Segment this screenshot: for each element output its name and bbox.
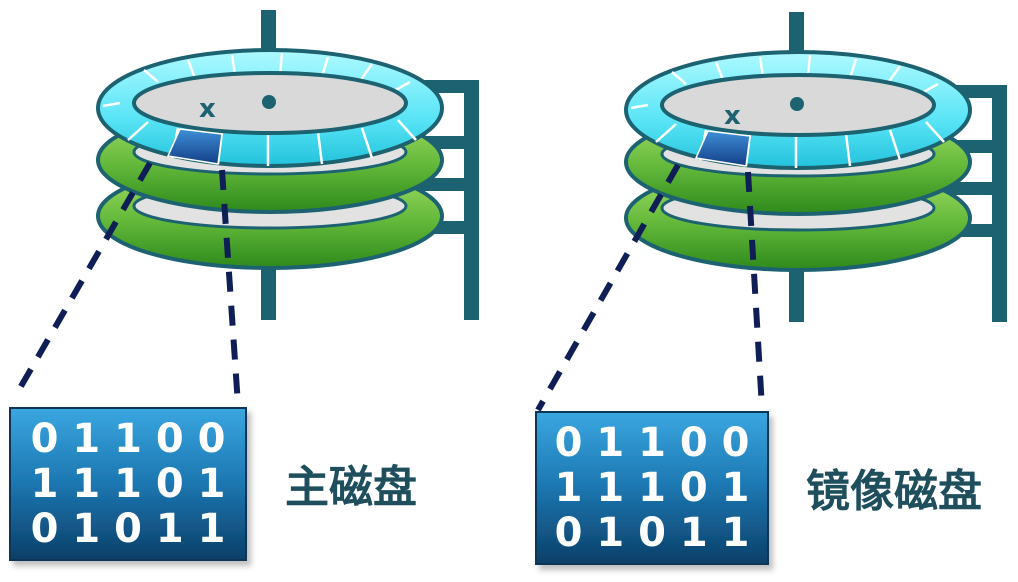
bits-box [535,411,769,565]
bits-row-2: 1 1 1 0 1 [555,465,750,511]
connector-lines [17,161,241,406]
sector-marker: x [199,94,216,124]
bits-text: 0 1 1 0 0 1 1 1 0 1 0 1 0 1 1 [555,420,750,556]
spindle-hub [262,95,276,109]
platter-top: x [96,48,444,168]
selected-sector [694,130,751,167]
spindle-hub [790,97,804,111]
mirror-disk-caption: 镜像磁盘 [806,466,982,517]
bits-box [9,407,247,561]
sector-marker: x [724,101,741,131]
connector-lines [535,163,765,412]
primary-disk-caption: 主磁盘 [285,462,417,513]
bits-row-3: 0 1 0 1 1 [31,506,226,552]
bits-row-2: 1 1 1 0 1 [31,461,226,507]
bits-row-1: 0 1 1 0 0 [555,420,750,466]
track-sectors [102,52,417,166]
bits-text: 0 1 1 0 0 1 1 1 0 1 0 1 0 1 1 [31,416,226,552]
primary-disk: x 0 1 1 0 0 1 1 1 0 1 0 1 0 1 1 主磁盘 [9,10,479,561]
platter-top: x [624,50,972,170]
bits-row-3: 0 1 0 1 1 [555,510,750,556]
selected-sector [166,128,223,165]
mirror-disk: x 0 1 1 0 0 1 1 1 0 1 0 1 0 1 1 镜像磁盘 [535,12,1007,565]
bits-row-1: 0 1 1 0 0 [31,416,226,462]
